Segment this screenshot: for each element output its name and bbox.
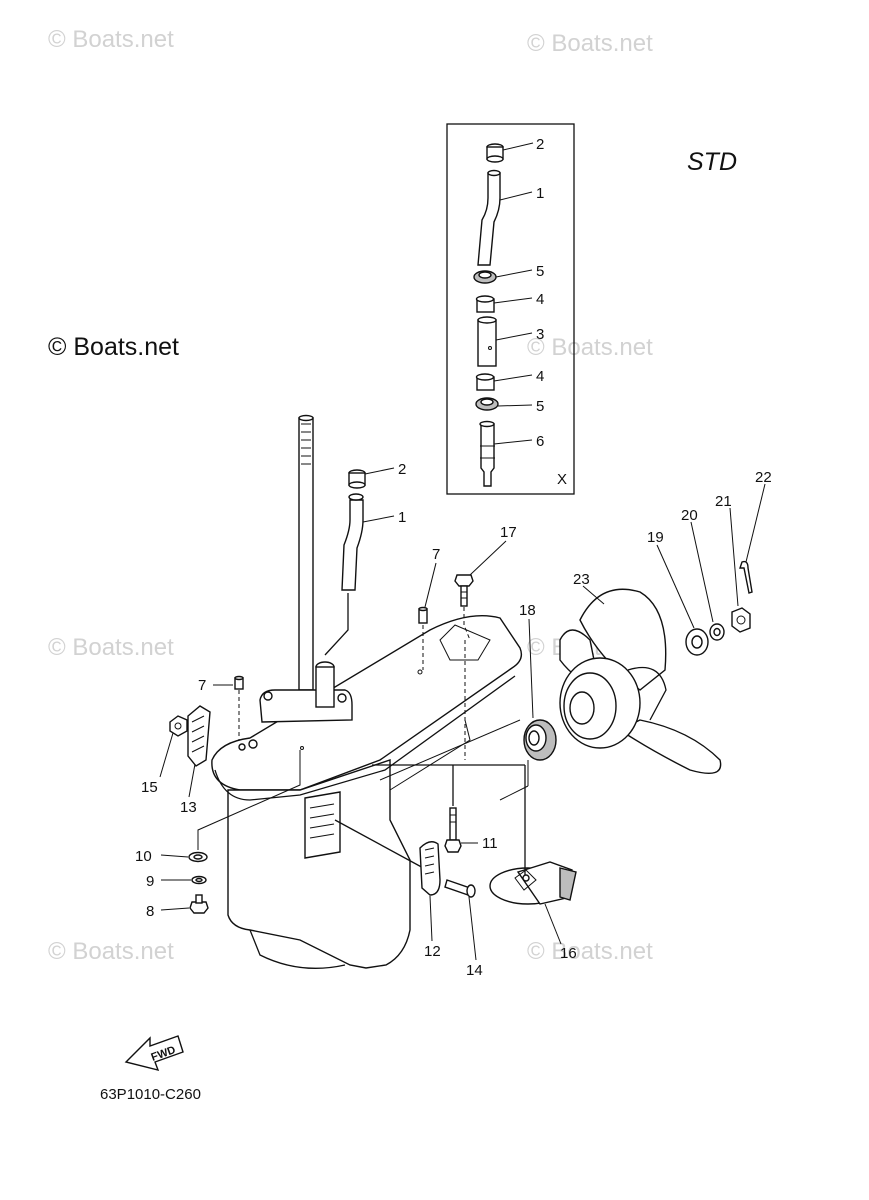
inset-box [446,123,575,495]
callout-7-top: 7 [432,546,440,563]
inset-box-label: X [557,471,567,488]
main-leaders [159,467,766,961]
bolt-8 [189,894,209,914]
callout-inset-4: 4 [536,291,544,308]
callout-inset-4b: 4 [536,368,544,385]
watermark: © Boats.net [527,30,653,57]
callout-13: 13 [180,799,197,816]
anode-12 [419,841,441,896]
callout-9: 9 [146,873,154,890]
inset-seal-5-lower [475,397,499,411]
callout-7-left: 7 [198,677,206,694]
callout-20: 20 [681,507,698,524]
callout-19: 19 [647,529,664,546]
callout-14: 14 [466,962,483,979]
inset-seal-5-upper [473,270,497,284]
inset-water-tube-1 [477,169,501,266]
watermark: © Boats.net [48,634,174,661]
callout-17: 17 [500,524,517,541]
trim-tab-16 [489,861,577,905]
callout-16: 16 [560,945,577,962]
inset-grommet-4-lower [475,373,495,391]
callout-inset-2: 2 [536,136,544,153]
callout-10: 10 [135,848,152,865]
callout-inset-3: 3 [536,326,544,343]
callout-inset-1: 1 [536,185,544,202]
anode-13 [187,705,211,767]
inset-leaders [493,142,534,445]
callout-22: 22 [755,469,772,486]
brand-watermark: © Boats.net [48,333,179,361]
callout-21: 21 [715,493,732,510]
lock-washer-9 [191,875,207,885]
callout-inset-5b: 5 [536,398,544,415]
deck-bolts [238,739,258,751]
callout-15: 15 [141,779,158,796]
callout-inset-5: 5 [536,263,544,280]
propeller-leaders [379,719,529,801]
lower-unit-housing [211,414,523,969]
callout-23: 23 [573,571,590,588]
variant-label: STD [687,148,737,176]
spacer-19 [685,628,709,656]
inset-grommet-2 [486,143,504,163]
propeller-23 [559,588,722,774]
fwd-arrow: FWD [124,1035,184,1072]
cotter-pin-22 [739,560,753,594]
water-tube-1 [341,493,364,591]
bolt-17 [454,574,474,607]
washer-20 [709,623,725,641]
thrust-washer-18 [523,719,557,761]
callout-2: 2 [398,461,406,478]
nut-15 [169,715,188,737]
washer-10 [188,851,208,863]
watermark: © Boats.net [48,26,174,53]
callout-18: 18 [519,602,536,619]
inset-tube-joint-6 [479,420,495,487]
callout-8: 8 [146,903,154,920]
inset-grommet-4-upper [475,295,495,313]
bolt-11 [444,807,462,853]
dowel-pin-7-top [418,606,428,624]
watermark: © Boats.net [527,334,653,361]
watermark: © Boats.net [527,938,653,965]
nut-21 [731,607,751,633]
dowel-pin-7-left [234,675,244,690]
bolt-14 [444,879,476,898]
diagram-code: 63P1010-C260 [100,1086,201,1103]
water-inlet-grille [304,791,341,859]
callout-1: 1 [398,509,406,526]
grommet-2 [348,469,366,489]
inset-sleeve-3 [477,316,497,367]
callout-11: 11 [482,835,498,852]
watermark: © Boats.net [48,938,174,965]
callout-inset-6: 6 [536,433,544,450]
callout-12: 12 [424,943,441,960]
